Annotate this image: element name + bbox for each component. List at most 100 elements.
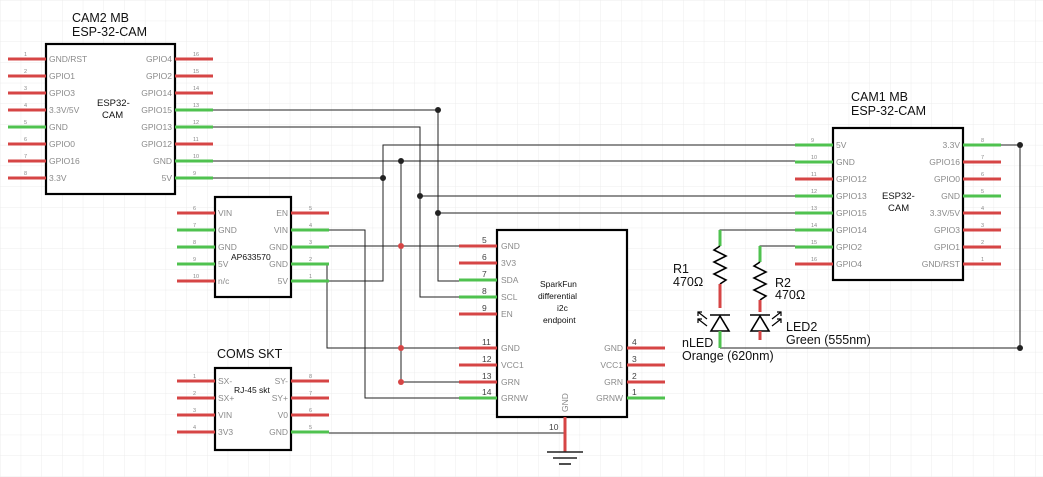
r1-component[interactable]: R1 470Ω [673, 230, 728, 308]
cam1-pin-num-11: 11 [811, 172, 817, 178]
regulator-pin-num-8: 8 [193, 240, 196, 246]
regulator-label: AP633570 [231, 252, 271, 262]
r2-name: R2 [775, 276, 791, 290]
cam2-pin-name-9: 5V [162, 173, 173, 183]
sparkfun-pin-name-r2: GRN [604, 377, 623, 387]
sparkfun-pin-name-8: SCL [501, 292, 518, 302]
cam2-pin-num-9: 9 [193, 171, 196, 177]
sparkfun-label-1: SparkFun [540, 279, 577, 289]
cam1-pin-num-3: 3 [981, 223, 984, 229]
cam1-pin-name-11: GPIO12 [836, 174, 867, 184]
cam2-pin-name-15: GPIO2 [146, 71, 172, 81]
coms-pin-num-3: 3 [193, 408, 196, 414]
cam1-pin-num-13: 13 [811, 206, 817, 212]
cam2-title: CAM2 MB [72, 11, 129, 25]
coms-pin-name-3: VIN [218, 410, 232, 420]
cam1-pin-num-10: 10 [811, 155, 817, 161]
coms-pin-num-5: 5 [309, 425, 312, 431]
cam2-pin-num-14: 14 [193, 86, 199, 92]
cam1-pin-name-8: 3.3V [943, 140, 961, 150]
cam1-pin-name-6: GPIO0 [934, 174, 960, 184]
regulator-pin-num-6: 6 [193, 206, 196, 212]
sparkfun-pin-name-12: VCC1 [501, 360, 524, 370]
sparkfun-pin-num-5: 5 [482, 235, 487, 245]
led2-component[interactable]: LED2 Green (555nm) [749, 311, 871, 347]
regulator-pin-num-4: 4 [309, 223, 312, 229]
cam1-pin-name-12: GPIO13 [836, 191, 867, 201]
cam1-pin-num-6: 6 [981, 172, 984, 178]
ground-symbol [547, 451, 583, 465]
regulator-pin-num-5: 5 [309, 206, 312, 212]
coms-pin-num-6: 6 [309, 408, 312, 414]
sparkfun-pin-num-r2: 2 [632, 371, 637, 381]
sparkfun-pin-num-14: 14 [482, 387, 492, 397]
sparkfun-pin-name-9: EN [501, 309, 513, 319]
sparkfun-pin-name-11: GND [501, 343, 520, 353]
sparkfun-component[interactable]: SparkFun differential i2c endpoint GND53… [459, 228, 665, 465]
coms-pin-name-8: SY- [275, 376, 289, 386]
cam1-component[interactable]: CAM1 MB ESP-32-CAM ESP32- CAM 5V9GND10GP… [795, 90, 1001, 282]
sparkfun-pin-name-13: GRN [501, 377, 520, 387]
r2-resistor-icon [752, 261, 768, 301]
regulator-pin-name-9: 5V [218, 259, 229, 269]
regulator-pin-num-1: 1 [309, 274, 312, 280]
cam1-pin-name-4: 3.3V/5V [930, 208, 961, 218]
sparkfun-label-4: endpoint [543, 315, 576, 325]
cam1-pin-num-2: 2 [981, 240, 984, 246]
coms-pin-num-4: 4 [193, 425, 196, 431]
sparkfun-pin-num-12: 12 [482, 354, 492, 364]
sparkfun-label-2: differential [538, 291, 577, 301]
led1-desc: Orange (620nm) [682, 349, 774, 363]
cam2-pin-name-10: GND [153, 156, 172, 166]
cam2-pin-name-11: GPIO12 [141, 139, 172, 149]
cam2-pin-name-6: GPIO0 [49, 139, 75, 149]
coms-component[interactable]: COMS SKT RJ-45 skt SX-1SX+2VIN33V34SY-8S… [177, 347, 329, 452]
regulator-pin-num-10: 10 [193, 274, 199, 280]
coms-pin-name-6: V0 [278, 410, 289, 420]
regulator-pin-name-4: VIN [274, 225, 288, 235]
cam1-pin-name-13: GPIO15 [836, 208, 867, 218]
sparkfun-pin-num-13: 13 [482, 371, 492, 381]
r1-name: R1 [673, 262, 689, 276]
cam2-pins: GND/RST1GPIO12GPIO333.3V/5V4GND5GPIO06GP… [8, 52, 213, 183]
junctions [380, 107, 1023, 385]
sparkfun-pin-name-r1: GRNW [596, 393, 623, 403]
cam1-pin-num-4: 4 [981, 206, 984, 212]
cam2-label: ESP32- [97, 98, 130, 109]
led1-component[interactable]: nLED Orange (620nm) [682, 311, 774, 363]
sparkfun-bottom-pin-num: 10 [549, 422, 559, 432]
coms-pin-name-2: SX+ [218, 393, 234, 403]
sparkfun-label-3: i2c [557, 303, 569, 313]
cam1-pin-name-3: GPIO3 [934, 225, 960, 235]
cam1-pin-num-9: 9 [811, 138, 814, 144]
coms-title: COMS SKT [217, 347, 283, 361]
cam2-pin-name-16: GPIO4 [146, 54, 172, 64]
coms-pin-num-2: 2 [193, 391, 196, 397]
cam2-body [44, 42, 177, 196]
cam2-pin-name-4: 3.3V/5V [49, 105, 80, 115]
coms-pin-num-8: 8 [309, 374, 312, 380]
coms-pin-name-5: GND [269, 427, 288, 437]
coms-pin-num-1: 1 [193, 374, 196, 380]
sparkfun-pin-name-7: SDA [501, 275, 519, 285]
cam2-pin-num-10: 10 [193, 154, 199, 160]
r2-component[interactable]: R2 470Ω [752, 246, 805, 312]
coms-body [213, 366, 293, 452]
cam2-pin-name-2: GPIO1 [49, 71, 75, 81]
regulator-pin-name-5: EN [276, 208, 288, 218]
cam1-pin-num-15: 15 [811, 240, 817, 246]
cam2-pin-name-13: GPIO15 [141, 105, 172, 115]
cam2-pin-num-8: 8 [24, 171, 27, 177]
cam1-label2: CAM [888, 203, 909, 214]
regulator-pin-num-7: 7 [193, 223, 196, 229]
r2-value: 470Ω [775, 288, 805, 302]
led2-light-arrows-icon [771, 311, 782, 327]
sparkfun-pin-num-11: 11 [482, 337, 491, 347]
cam2-component[interactable]: CAM2 MB ESP-32-CAM ESP32- CAM GND/RST1GP… [8, 11, 213, 196]
sparkfun-pin-num-6: 6 [482, 252, 487, 262]
cam2-pin-num-5: 5 [24, 120, 27, 126]
cam1-pin-name-14: GPIO14 [836, 225, 867, 235]
sparkfun-pins: GND53V36SDA7SCL8EN9GND11VCC112GRN13GRNW1… [459, 235, 665, 403]
cam2-pin-num-3: 3 [24, 86, 27, 92]
